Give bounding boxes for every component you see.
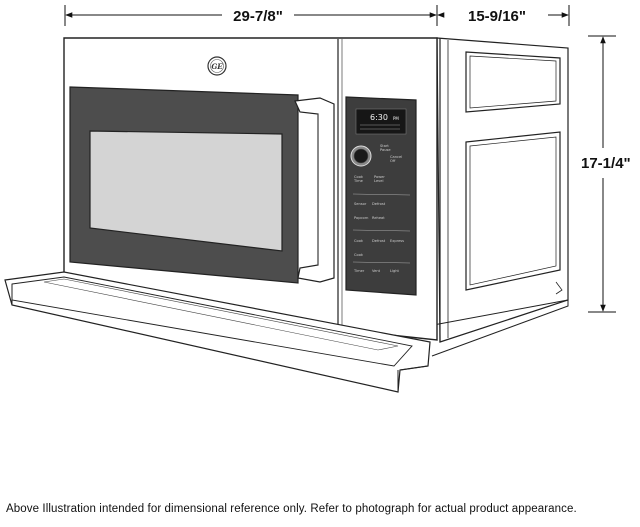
button-label[interactable]: Start bbox=[380, 144, 389, 148]
button-label[interactable]: Pause bbox=[380, 148, 391, 152]
depth-dimension: 15-9/16" bbox=[437, 5, 570, 26]
button-label[interactable]: Off bbox=[390, 159, 396, 163]
button-label[interactable]: Cook bbox=[354, 175, 364, 179]
button-label[interactable]: Cook bbox=[354, 253, 364, 257]
disclaimer-note: Above Illustration intended for dimensio… bbox=[6, 503, 577, 515]
button-label[interactable]: Cook bbox=[354, 239, 364, 243]
button-label[interactable]: Light bbox=[390, 269, 400, 273]
button-label[interactable]: Reheat bbox=[372, 216, 385, 220]
clock-time: 6:30 bbox=[370, 113, 388, 122]
button-label[interactable]: Power bbox=[374, 175, 385, 179]
depth-label: 15-9/16" bbox=[468, 8, 526, 25]
clock-suffix: PM bbox=[393, 116, 399, 121]
button-label[interactable]: Level bbox=[374, 179, 384, 183]
door-handle bbox=[294, 97, 335, 283]
button-label[interactable]: Popcorn bbox=[354, 216, 368, 220]
height-dimension: 17-1/4" bbox=[581, 35, 631, 313]
microwave-door bbox=[69, 86, 299, 284]
button-label[interactable]: Vent bbox=[372, 269, 381, 273]
button-label[interactable]: Cancel bbox=[390, 155, 402, 159]
ge-logo-text: GE bbox=[211, 62, 223, 71]
button-label[interactable]: Sensor bbox=[354, 202, 367, 206]
bottom-vent-panel bbox=[4, 271, 431, 393]
control-dial-icon[interactable] bbox=[350, 145, 372, 167]
button-label[interactable]: Defrost bbox=[372, 239, 386, 243]
ge-logo-icon: GE bbox=[207, 56, 227, 76]
width-label: 29-7/8" bbox=[233, 8, 283, 25]
button-label[interactable]: Defrost bbox=[372, 202, 386, 206]
button-label[interactable]: Time bbox=[353, 179, 364, 183]
width-dimension: 29-7/8" bbox=[64, 5, 438, 26]
height-label: 17-1/4" bbox=[581, 155, 631, 172]
control-panel: 6:30 PM Start Pause Cancel Off Cook Time… bbox=[345, 96, 417, 296]
button-label[interactable]: Express bbox=[390, 239, 404, 243]
button-label[interactable]: Timer bbox=[353, 269, 365, 273]
clock-display bbox=[355, 108, 407, 135]
microwave-side-panel bbox=[427, 37, 569, 357]
